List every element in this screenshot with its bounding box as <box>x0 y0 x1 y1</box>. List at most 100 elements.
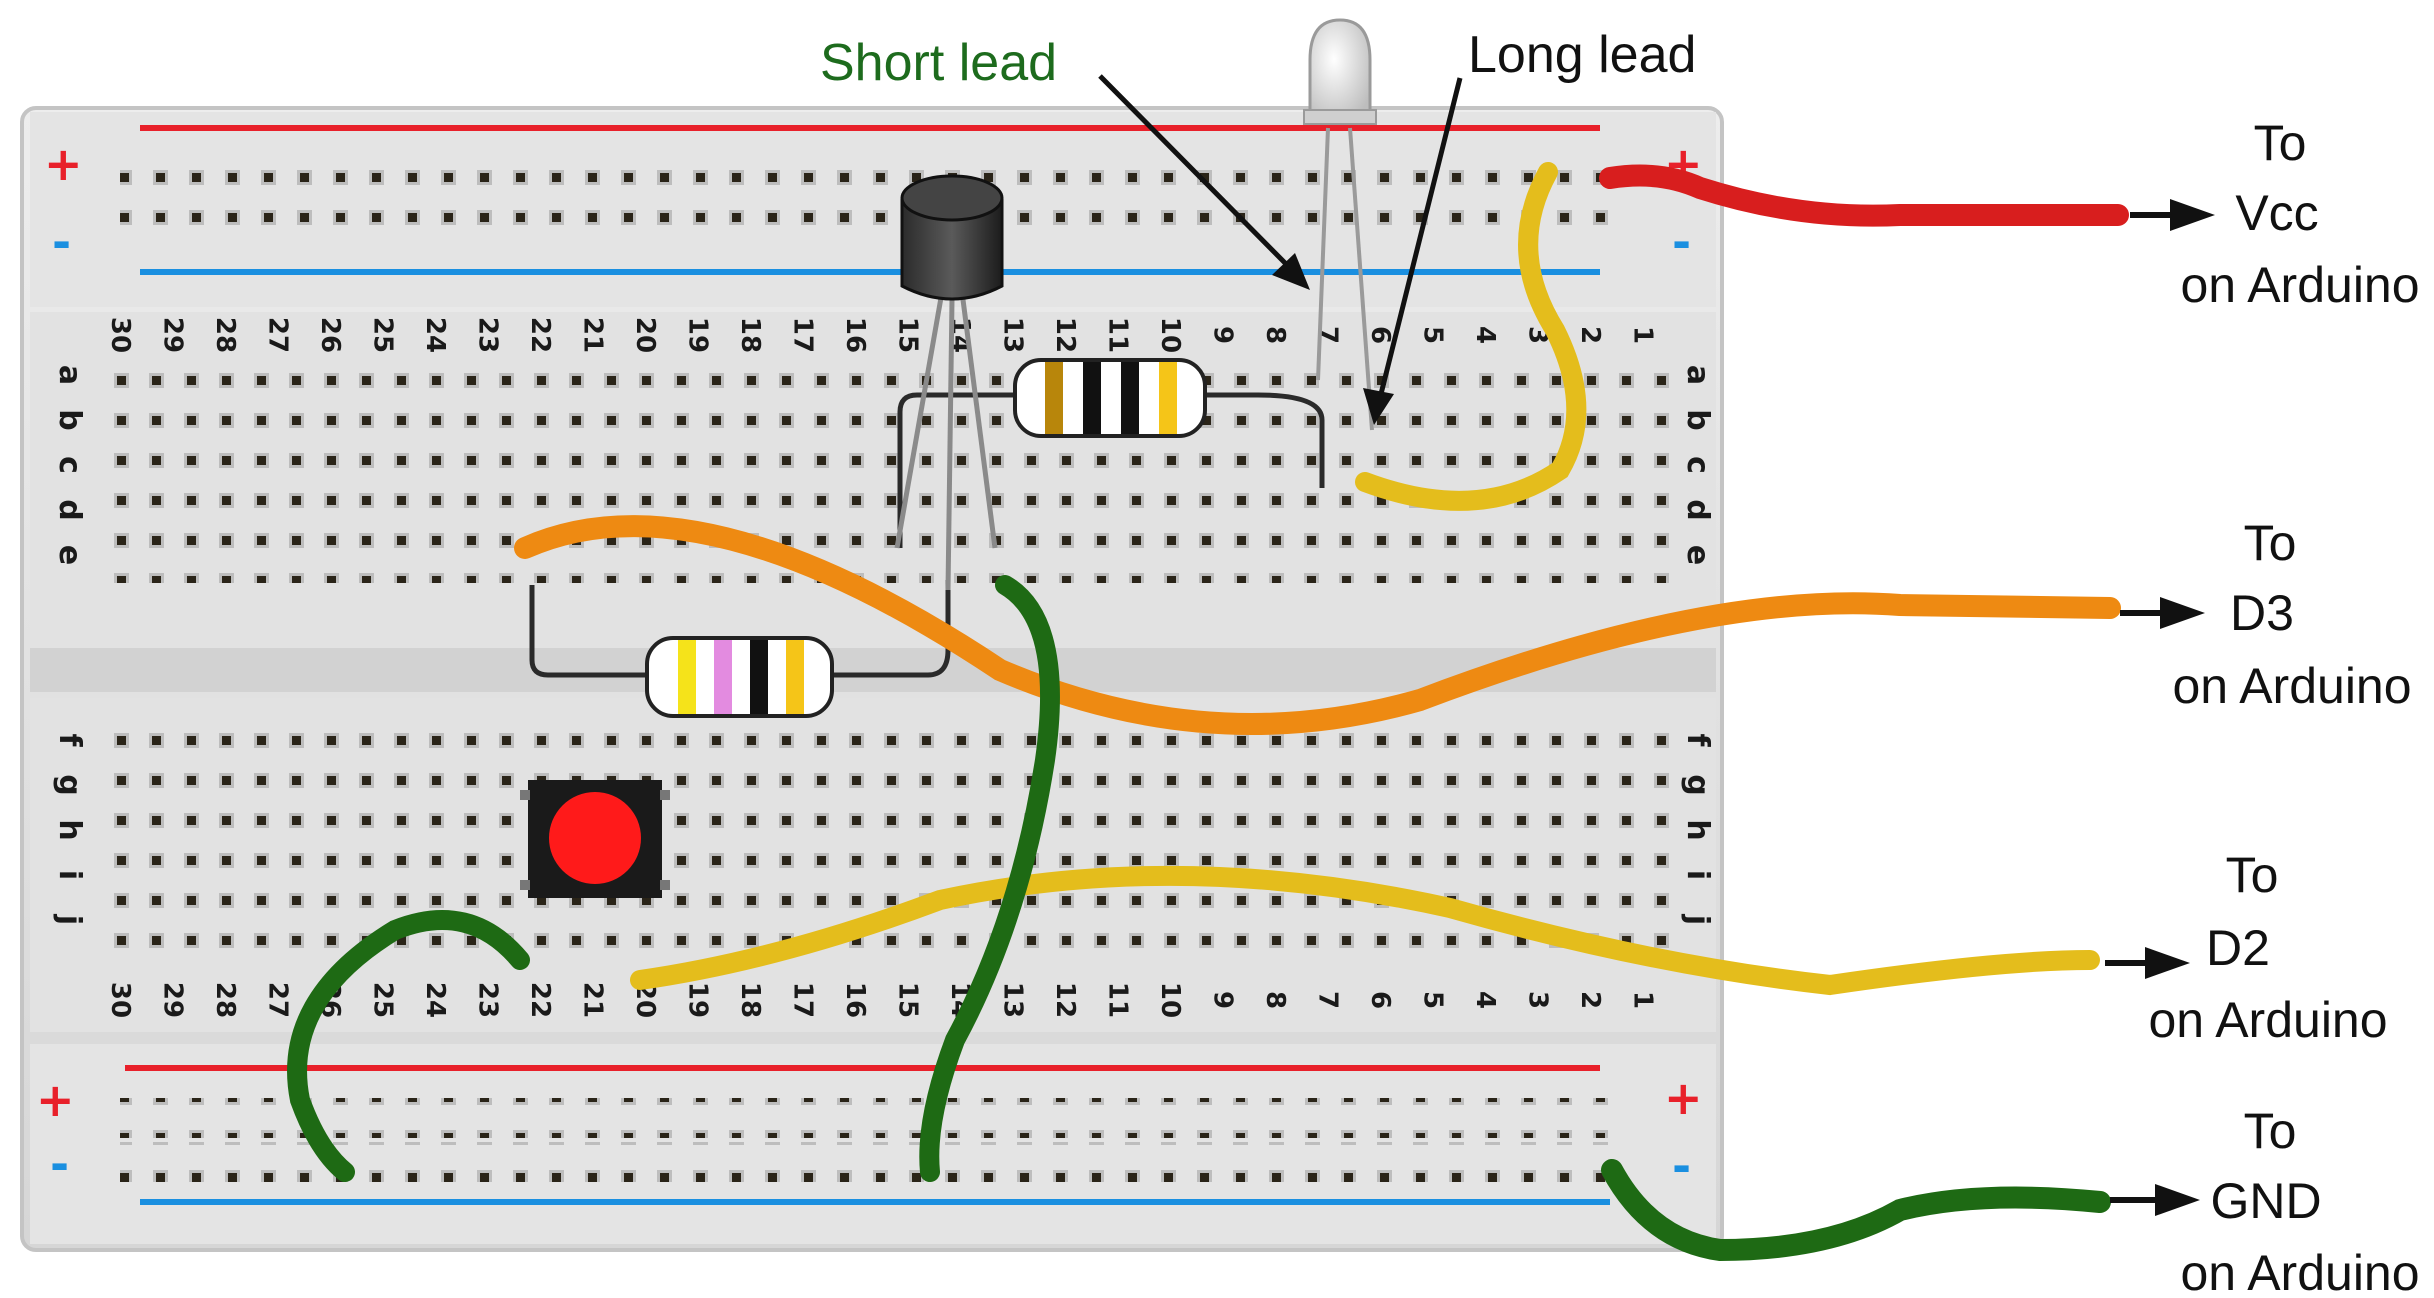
column-number: 24 <box>420 317 450 353</box>
column-number: 21 <box>578 982 608 1018</box>
wire-button-to-gnd <box>287 910 530 1182</box>
column-number: 19 <box>683 982 713 1018</box>
column-number: 27 <box>263 982 293 1018</box>
vcc-line3: on Arduino <box>2180 257 2419 313</box>
column-number: 5 <box>1418 991 1448 1009</box>
column-number: 2 <box>1575 991 1605 1009</box>
row-letter: c <box>52 456 87 474</box>
column-number: 4 <box>1470 991 1500 1009</box>
gnd-arrowhead <box>2155 1184 2200 1216</box>
column-number: 13 <box>998 317 1028 353</box>
bottom-rail-holes-row1 <box>120 1098 1620 1138</box>
led <box>1303 18 1377 431</box>
column-number: 2 <box>1575 326 1605 344</box>
d3-line2: D3 <box>2230 585 2294 641</box>
wire-resistor-to-gnd <box>919 575 1060 1182</box>
column-number: 6 <box>1365 991 1395 1009</box>
column-number: 13 <box>998 982 1028 1018</box>
row-letter: i <box>1680 870 1715 880</box>
column-number: 11 <box>1103 317 1133 353</box>
led-long-lead <box>1348 127 1374 431</box>
resistor-band <box>714 640 732 714</box>
column-number: 3 <box>1523 991 1553 1009</box>
row-letter: e <box>52 545 87 565</box>
row-letter: f <box>52 733 87 747</box>
column-number: 15 <box>893 317 923 353</box>
pushbutton <box>520 780 670 898</box>
column-number: 10 <box>1155 317 1185 353</box>
row-letter: h <box>52 819 87 840</box>
connection-d2: To D2 on Arduino <box>2105 847 2388 1048</box>
column-number: 22 <box>525 317 555 353</box>
row-letter: g <box>52 774 87 795</box>
long-lead-arrowhead <box>1363 388 1394 425</box>
wire-rail-jumper <box>1355 162 1587 511</box>
column-number: 25 <box>368 317 398 353</box>
column-number: 25 <box>368 982 398 1018</box>
column-number: 29 <box>158 982 188 1018</box>
d3-arrowhead <box>2160 597 2205 629</box>
row-letter: i <box>52 870 87 880</box>
column-number: 24 <box>420 982 450 1018</box>
bottom-rail-holes-row2 <box>120 1142 1620 1182</box>
column-number: 10 <box>1155 982 1185 1018</box>
wire-d3 <box>514 515 2121 735</box>
row-letter: b <box>52 409 87 430</box>
column-number: 1 <box>1628 326 1658 344</box>
wire-gnd <box>1601 1159 2111 1262</box>
bottom-rail-plus-right: + <box>1664 1071 1703 1125</box>
column-number: 8 <box>1260 991 1290 1009</box>
column-number: 9 <box>1208 991 1238 1009</box>
resistor-bottom-body <box>645 636 834 718</box>
resistor-band <box>1159 362 1177 434</box>
column-number: 1 <box>1628 991 1658 1009</box>
column-number: 28 <box>210 982 240 1018</box>
d2-line1: To <box>2226 847 2279 903</box>
bottom-rail-plus-left: + <box>36 1073 75 1127</box>
d2-line2: D2 <box>2206 920 2270 976</box>
bottom-rail-minus-left: - <box>50 1137 69 1191</box>
row-letter: f <box>1680 733 1715 747</box>
row-letter: e <box>1680 545 1715 565</box>
column-number: 30 <box>105 982 135 1018</box>
row-letter: j <box>1680 914 1715 925</box>
column-number: 15 <box>893 982 923 1018</box>
column-number: 27 <box>263 317 293 353</box>
column-number: 18 <box>735 982 765 1018</box>
resistor-top-leads <box>897 392 1325 548</box>
column-number: 12 <box>1050 317 1080 353</box>
column-number: 5 <box>1418 326 1448 344</box>
resistor-band <box>1045 362 1063 434</box>
column-number: 23 <box>473 317 503 353</box>
vcc-line1: To <box>2254 115 2307 171</box>
column-number: 11 <box>1103 982 1133 1018</box>
d2-arrowhead <box>2145 947 2190 979</box>
column-number: 19 <box>683 317 713 353</box>
bottom-rail-minus-right: - <box>1672 1139 1691 1193</box>
top-rail-plus-left: + <box>44 137 83 191</box>
long-lead-arrow-line <box>1377 77 1463 399</box>
resistor-band <box>786 640 804 714</box>
row-letter: a <box>52 365 87 385</box>
column-number: 21 <box>578 317 608 353</box>
column-number: 18 <box>735 317 765 353</box>
column-number: 29 <box>158 317 188 353</box>
row-letter: a <box>1680 365 1715 385</box>
transistor <box>894 174 1004 591</box>
vcc-arrowhead <box>2170 199 2215 231</box>
d3-line1: To <box>2244 515 2297 571</box>
resistor-band <box>1083 362 1101 434</box>
top-power-rail: + - + - <box>30 112 1716 307</box>
resistor-top <box>897 358 1325 548</box>
row-letter: d <box>1680 499 1715 520</box>
column-number: 16 <box>840 982 870 1018</box>
d3-line3: on Arduino <box>2172 658 2411 714</box>
terminal-holes-top <box>94 358 1669 583</box>
bottom-power-rail: + - + - <box>30 1044 1716 1244</box>
row-letter: g <box>1680 774 1715 795</box>
led-body <box>1308 18 1372 120</box>
short-lead-arrow-line <box>1098 74 1292 270</box>
pushbutton-cap <box>549 792 641 884</box>
